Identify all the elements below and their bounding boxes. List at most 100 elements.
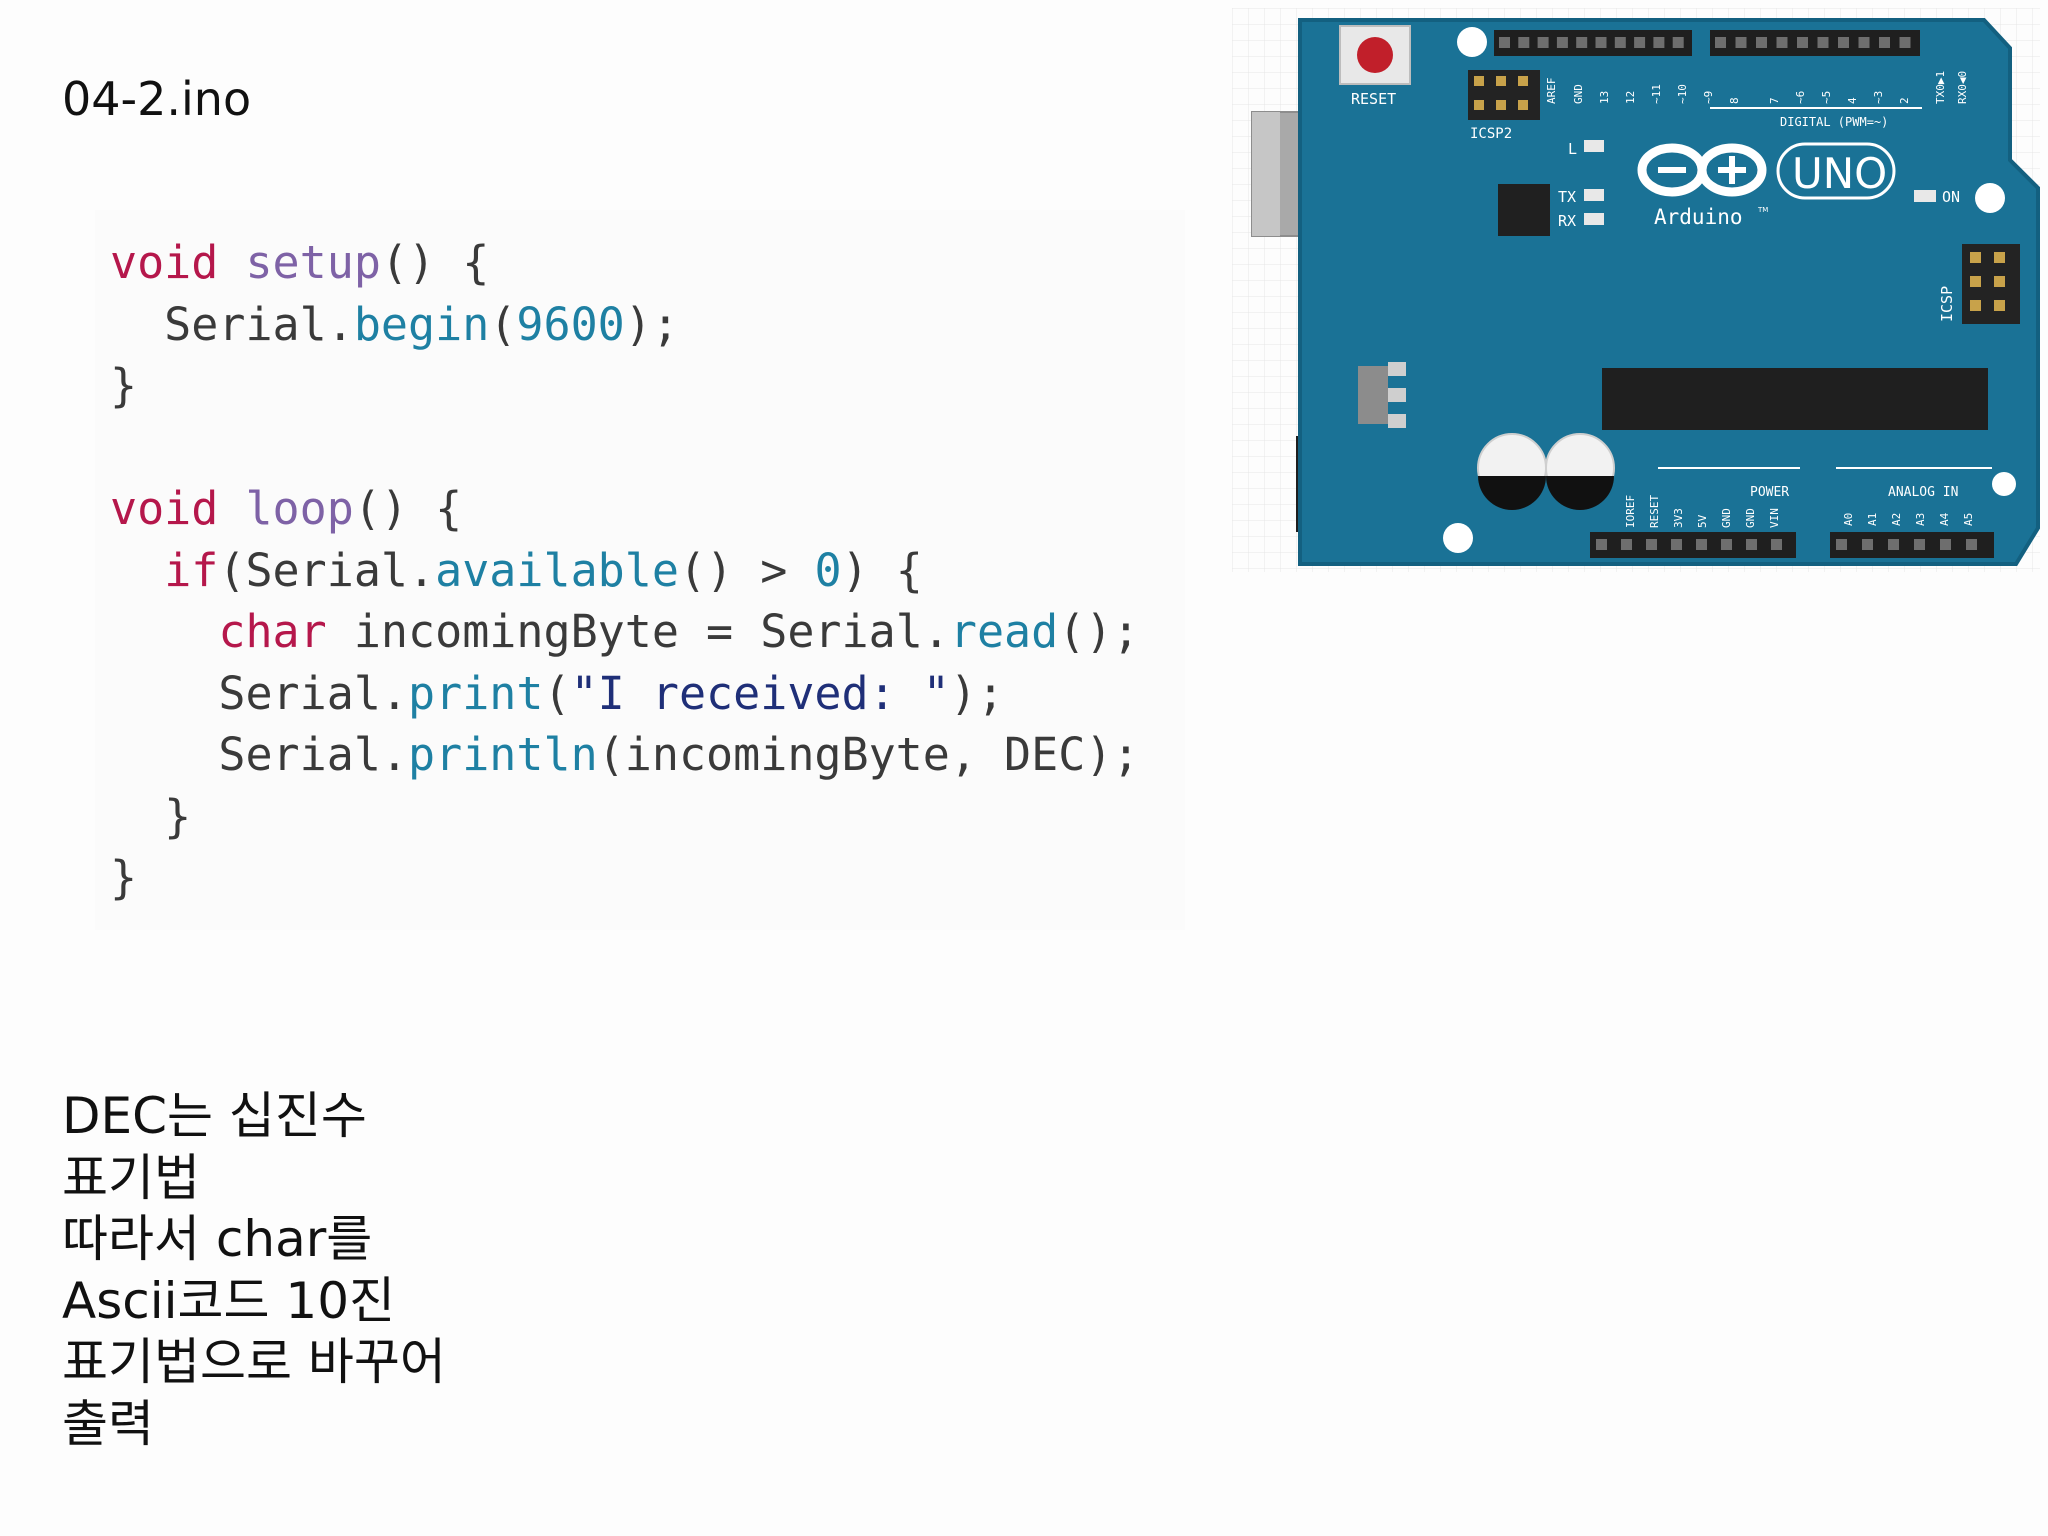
pin-hole (1595, 37, 1607, 48)
code-token: "I received: " (570, 666, 950, 720)
pin-hole (1518, 37, 1530, 48)
code-token: println (408, 728, 598, 781)
code-line: Serial.begin(9600); (110, 294, 1140, 356)
code-token: ); (624, 297, 679, 351)
usb-chip (1498, 184, 1550, 236)
digital-pin-label: 4 (1846, 97, 1859, 104)
power-label: POWER (1750, 485, 1789, 500)
code-token: Serial. (110, 297, 354, 351)
code-token: () { (380, 236, 490, 289)
mounting-hole (1457, 27, 1487, 57)
pin-hole (1970, 300, 1981, 311)
code-token: 0 (814, 543, 842, 597)
reset-button (1357, 37, 1393, 73)
icsp-pin-holes (1970, 252, 2005, 311)
code-token: ( (489, 297, 517, 351)
code-token (110, 544, 164, 597)
pin-hole (1940, 539, 1951, 550)
digital-pin-label: TX0▶1 (1934, 71, 1947, 104)
pin-hole (1671, 539, 1682, 550)
code-line: void loop() { (110, 478, 1140, 540)
note-line: 따라서 char를 (62, 1210, 373, 1268)
pin-hole (1474, 100, 1484, 110)
pcb-board (1298, 18, 2040, 566)
code-token: Serial. (110, 728, 409, 781)
rx-led (1584, 213, 1604, 225)
trademark-label: TM (1757, 206, 1768, 214)
digital-pin-label: ~10 (1676, 84, 1689, 104)
pin-hole (1653, 37, 1665, 48)
pin-hole (1756, 37, 1767, 48)
digital-pin-label: 12 (1624, 91, 1637, 104)
digital-pin-holes (1499, 37, 1911, 48)
pin-hole (1746, 539, 1757, 550)
code-line: Serial.println(incomingByte, DEC); (110, 724, 1139, 786)
pin-hole (1518, 76, 1528, 86)
uno-label: UNO (1792, 149, 1887, 198)
analog-pin-label: A2 (1890, 513, 1903, 526)
pin-hole (1672, 37, 1684, 48)
icsp-label: ICSP (1938, 286, 1956, 322)
arduino-logo-icon (1637, 143, 1767, 197)
pin-hole (1696, 539, 1707, 550)
code-line: char incomingByte = Serial.read(); (110, 601, 1139, 663)
power-pin-label: IOREF (1624, 495, 1637, 528)
reset-label: RESET (1351, 90, 1396, 108)
digital-pin-label: RX0◀0 (1956, 71, 1969, 104)
code-token: print (408, 666, 544, 720)
code-line: void setup() { (110, 232, 1140, 294)
tx-led-label: TX (1558, 188, 1576, 206)
code-token: 9600 (516, 297, 625, 351)
code-token: ( (543, 666, 571, 720)
code-token: if (164, 543, 219, 597)
pin-hole (1556, 37, 1568, 48)
icsp2-pin-holes (1474, 76, 1528, 110)
code-block: void setup() { Serial.begin(9600);} void… (110, 232, 1140, 909)
on-led (1914, 190, 1936, 202)
pin-hole (1888, 539, 1899, 550)
pin-hole (1797, 37, 1808, 48)
power-pin-label: GND (1744, 508, 1757, 528)
code-token: () > (678, 543, 815, 597)
digital-pin-label: ~6 (1794, 91, 1807, 104)
mounting-hole (1975, 183, 2005, 213)
power-pin-label: 5V (1696, 514, 1709, 528)
pin-hole (1496, 100, 1506, 110)
digital-pin-label: 7 (1768, 97, 1781, 104)
pin-hole (1537, 37, 1549, 48)
code-token: void (110, 482, 219, 535)
code-token (110, 605, 218, 658)
code-panel-background (95, 210, 1185, 930)
code-token: incomingByte = Serial. (326, 605, 950, 658)
usb-connector-shade (1252, 112, 1280, 236)
code-token (218, 482, 245, 535)
pin-hole (1838, 37, 1849, 48)
power-pin-label: 3V3 (1672, 508, 1685, 528)
code-token: ); (949, 666, 1005, 720)
pin-hole (1614, 37, 1626, 48)
pin-hole (1970, 252, 1981, 263)
pin-hole (1836, 539, 1847, 550)
pin-hole (1858, 37, 1870, 48)
power-pin-label: VIN (1768, 508, 1781, 528)
pin-hole (1771, 539, 1782, 550)
code-line: if(Serial.available() > 0) { (110, 540, 1140, 602)
capacitor-icon (1477, 433, 1547, 510)
l-led-label: L (1568, 140, 1577, 158)
pin-hole (1817, 37, 1829, 48)
icsp2-label: ICSP2 (1470, 126, 1512, 142)
digital-pin-label: ~9 (1702, 91, 1715, 104)
regulator-pin (1388, 388, 1406, 402)
code-token: } (110, 851, 138, 904)
note-line: 표기법으로 바꾸어 (62, 1333, 446, 1391)
digital-pin-label: AREF (1545, 78, 1558, 105)
pin-hole (1776, 37, 1788, 48)
pin-hole (1899, 37, 1911, 48)
power-header (1590, 532, 1796, 558)
power-pin-label: GND (1720, 508, 1733, 528)
pin-hole (1646, 539, 1657, 550)
file-name-title: 04-2.ino (62, 72, 252, 126)
code-token: Serial. (110, 666, 409, 720)
